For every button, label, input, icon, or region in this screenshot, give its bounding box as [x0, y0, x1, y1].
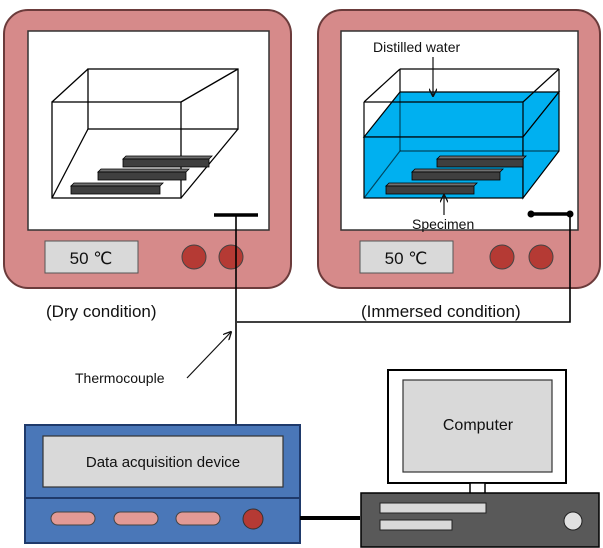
tank-dry: [51, 68, 239, 199]
power-button-icon: [563, 511, 583, 531]
data-acquisition-device: Data acquisition device: [24, 424, 301, 544]
probe-tip: [527, 210, 535, 218]
specimen-bar: [385, 185, 475, 195]
daq-button: [113, 511, 159, 526]
specimens-immersed: [385, 155, 527, 195]
monitor-screen: [402, 379, 553, 473]
computer: Computer: [360, 369, 600, 548]
specimen-bar: [122, 158, 210, 168]
caption-immersed: (Immersed condition): [361, 302, 521, 321]
temperature-readout-dry: 50 ℃: [70, 249, 113, 268]
specimen-bar: [97, 168, 190, 173]
specimen-bar: [411, 168, 504, 173]
oven-knob: [218, 244, 244, 270]
temperature-display-dry: [44, 240, 139, 274]
oven-dry-window: [27, 30, 270, 231]
drive-bay: [379, 502, 487, 514]
specimen-bar: [411, 171, 501, 181]
temperature-readout-immersed: 50 ℃: [385, 249, 428, 268]
thermocouple-label: Thermocouple: [75, 370, 165, 386]
oven-knob: [181, 244, 207, 270]
distilled-water-label: Distilled water: [373, 39, 460, 55]
caption-dry: (Dry condition): [46, 302, 157, 321]
specimen-bar: [436, 155, 527, 160]
daq-button: [175, 511, 221, 526]
oven-knob: [528, 244, 554, 270]
oven-immersed: Distilled water Specimen 50 ℃: [317, 9, 601, 289]
daq-button: [50, 511, 96, 526]
specimen-bar: [70, 185, 161, 195]
daq-label: Data acquisition device: [86, 454, 240, 471]
thermocouple-wires: [235, 214, 571, 425]
specimen-bar: [97, 171, 187, 181]
temperature-display-immersed: [359, 240, 454, 274]
specimen-bar: [385, 182, 478, 187]
daq-screen: [42, 435, 284, 488]
thermocouple-pointer-arrow: [186, 332, 231, 379]
specimen-bar: [70, 182, 164, 187]
daq-knob: [242, 508, 264, 530]
specimens-dry: [70, 155, 213, 195]
oven-dry: 50 ℃: [3, 9, 292, 289]
oven-knob: [489, 244, 515, 270]
specimen-bar: [436, 158, 524, 168]
specimen-bar: [122, 155, 213, 160]
drive-bay: [379, 519, 453, 531]
computer-label: Computer: [443, 417, 514, 434]
specimen-label: Specimen: [412, 216, 474, 232]
